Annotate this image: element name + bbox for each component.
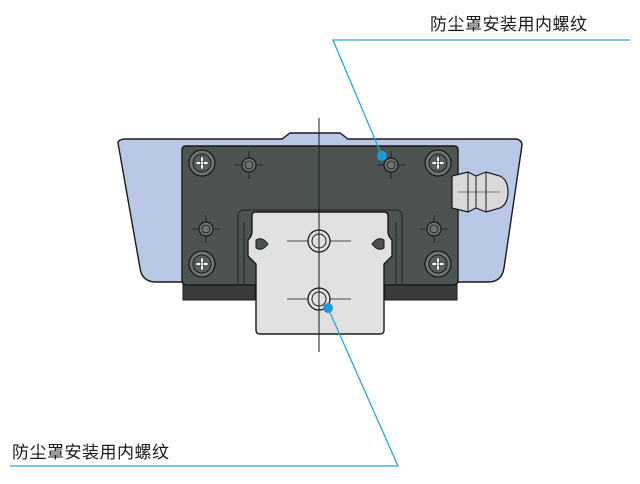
rail-body	[247, 211, 393, 335]
threaded-hole-icon	[235, 151, 263, 179]
threaded-hole-icon	[192, 215, 220, 243]
rail-groove-right	[371, 238, 385, 250]
block-groove-right	[395, 216, 403, 285]
hex-socket-bolt-icon	[188, 149, 216, 177]
threaded-hole-icon	[420, 215, 448, 243]
leader-line-bottom	[10, 307, 399, 467]
grease-nipple-icon	[451, 171, 509, 213]
callout-label-top: 防尘罩安装用内螺纹	[430, 15, 588, 35]
hex-socket-bolt-icon	[424, 250, 452, 278]
hex-socket-bolt-icon	[188, 250, 216, 278]
rail-groove-left	[255, 238, 269, 250]
block-channel-edge	[237, 209, 403, 217]
block-groove-left	[237, 216, 245, 285]
marker-dot-top	[377, 151, 387, 161]
marker-dot-bottom	[323, 303, 333, 313]
threaded-hole-icon	[377, 151, 405, 179]
leader-line-top	[332, 39, 630, 157]
callout-label-bottom: 防尘罩安装用内螺纹	[12, 443, 170, 463]
hex-socket-bolt-icon	[424, 149, 452, 177]
